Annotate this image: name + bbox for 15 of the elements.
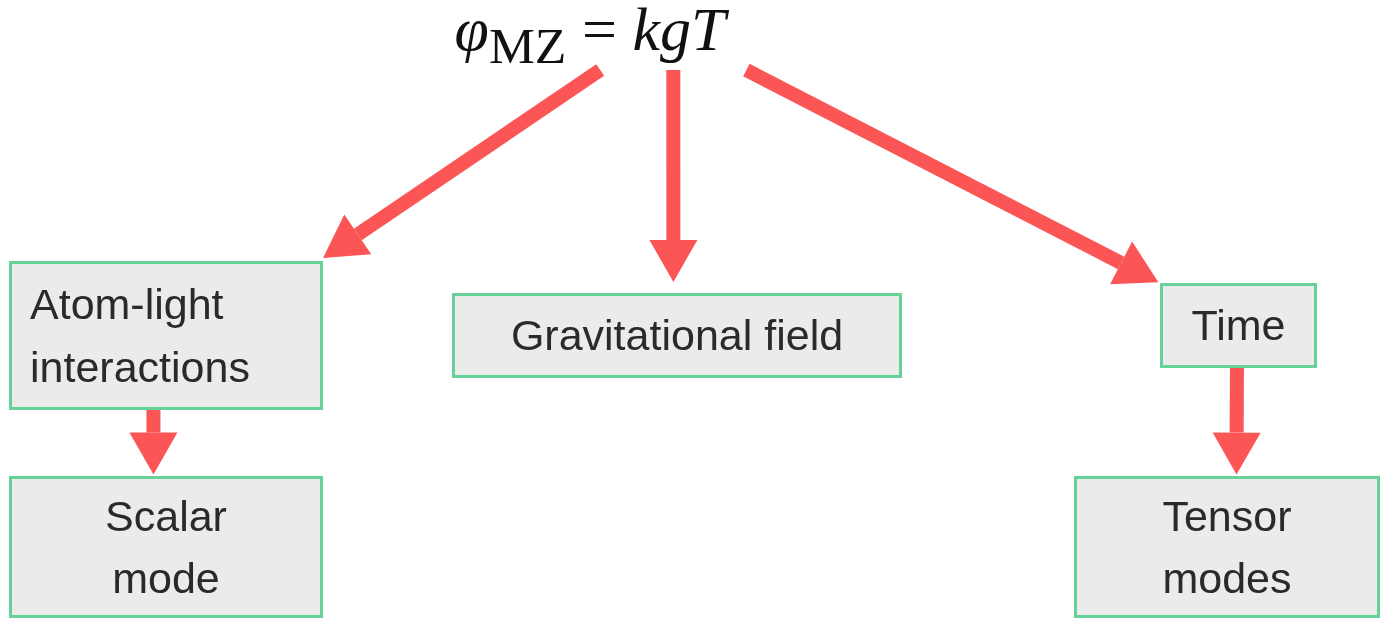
box-label: Tensor modes [1161, 490, 1293, 604]
arrow [1212, 367, 1261, 475]
arrow [129, 410, 178, 475]
arrow [743, 63, 1159, 285]
process-box [9, 261, 323, 410]
process-box [452, 293, 902, 378]
arrow [649, 70, 698, 282]
process-box [1074, 476, 1380, 618]
process-box [9, 476, 323, 618]
arrow [323, 64, 605, 258]
process-box [1160, 283, 1317, 368]
box-label: Time [1191, 300, 1286, 352]
box-label: Scalar mode [104, 490, 228, 604]
box-label: Gravitational field [510, 310, 844, 362]
box-label: Atom-light interactions [30, 279, 251, 393]
